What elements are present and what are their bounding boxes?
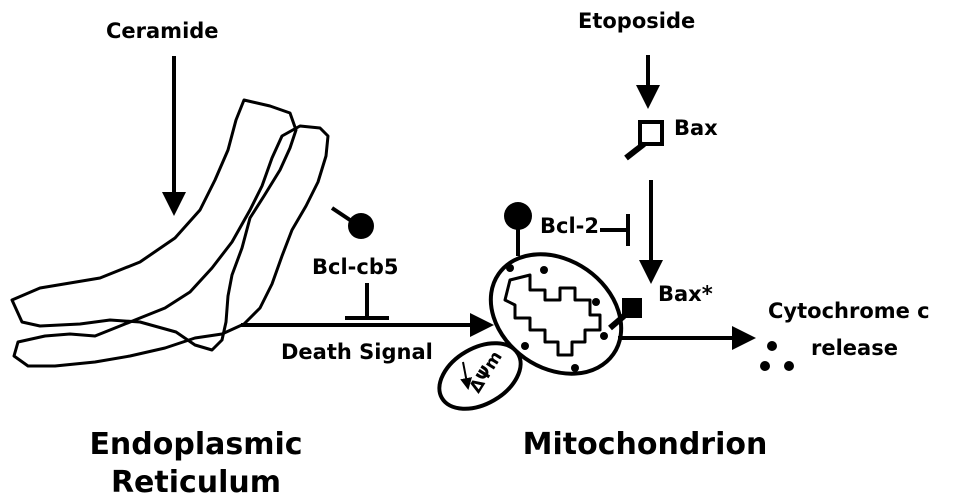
bcl2-inhibition-bar <box>600 214 628 246</box>
death-signal-label: Death Signal <box>281 342 433 363</box>
bax-active-label: Bax* <box>658 284 713 305</box>
bax-inactive-protein <box>626 122 662 158</box>
bcl2-protein <box>504 202 532 256</box>
mitochondrion-label: Mitochondrion <box>523 430 768 460</box>
bcl2-label: Bcl-2 <box>540 216 599 237</box>
etoposide-label: Etoposide <box>578 11 695 32</box>
bax-label: Bax <box>674 118 718 139</box>
cytochrome-c-label: Cytochrome c <box>768 301 930 322</box>
release-label: release <box>811 338 898 359</box>
er-label-line1: Endoplasmic <box>89 430 302 460</box>
ceramide-label: Ceramide <box>106 21 219 42</box>
er-label-line2: Reticulum <box>111 468 281 498</box>
cytochrome-c-dots <box>760 341 794 371</box>
bcl-cb5-label: Bcl-cb5 <box>312 257 398 278</box>
bcl-cb5-inhibition-bar <box>345 283 389 318</box>
bcl-cb5-protein <box>332 208 374 239</box>
